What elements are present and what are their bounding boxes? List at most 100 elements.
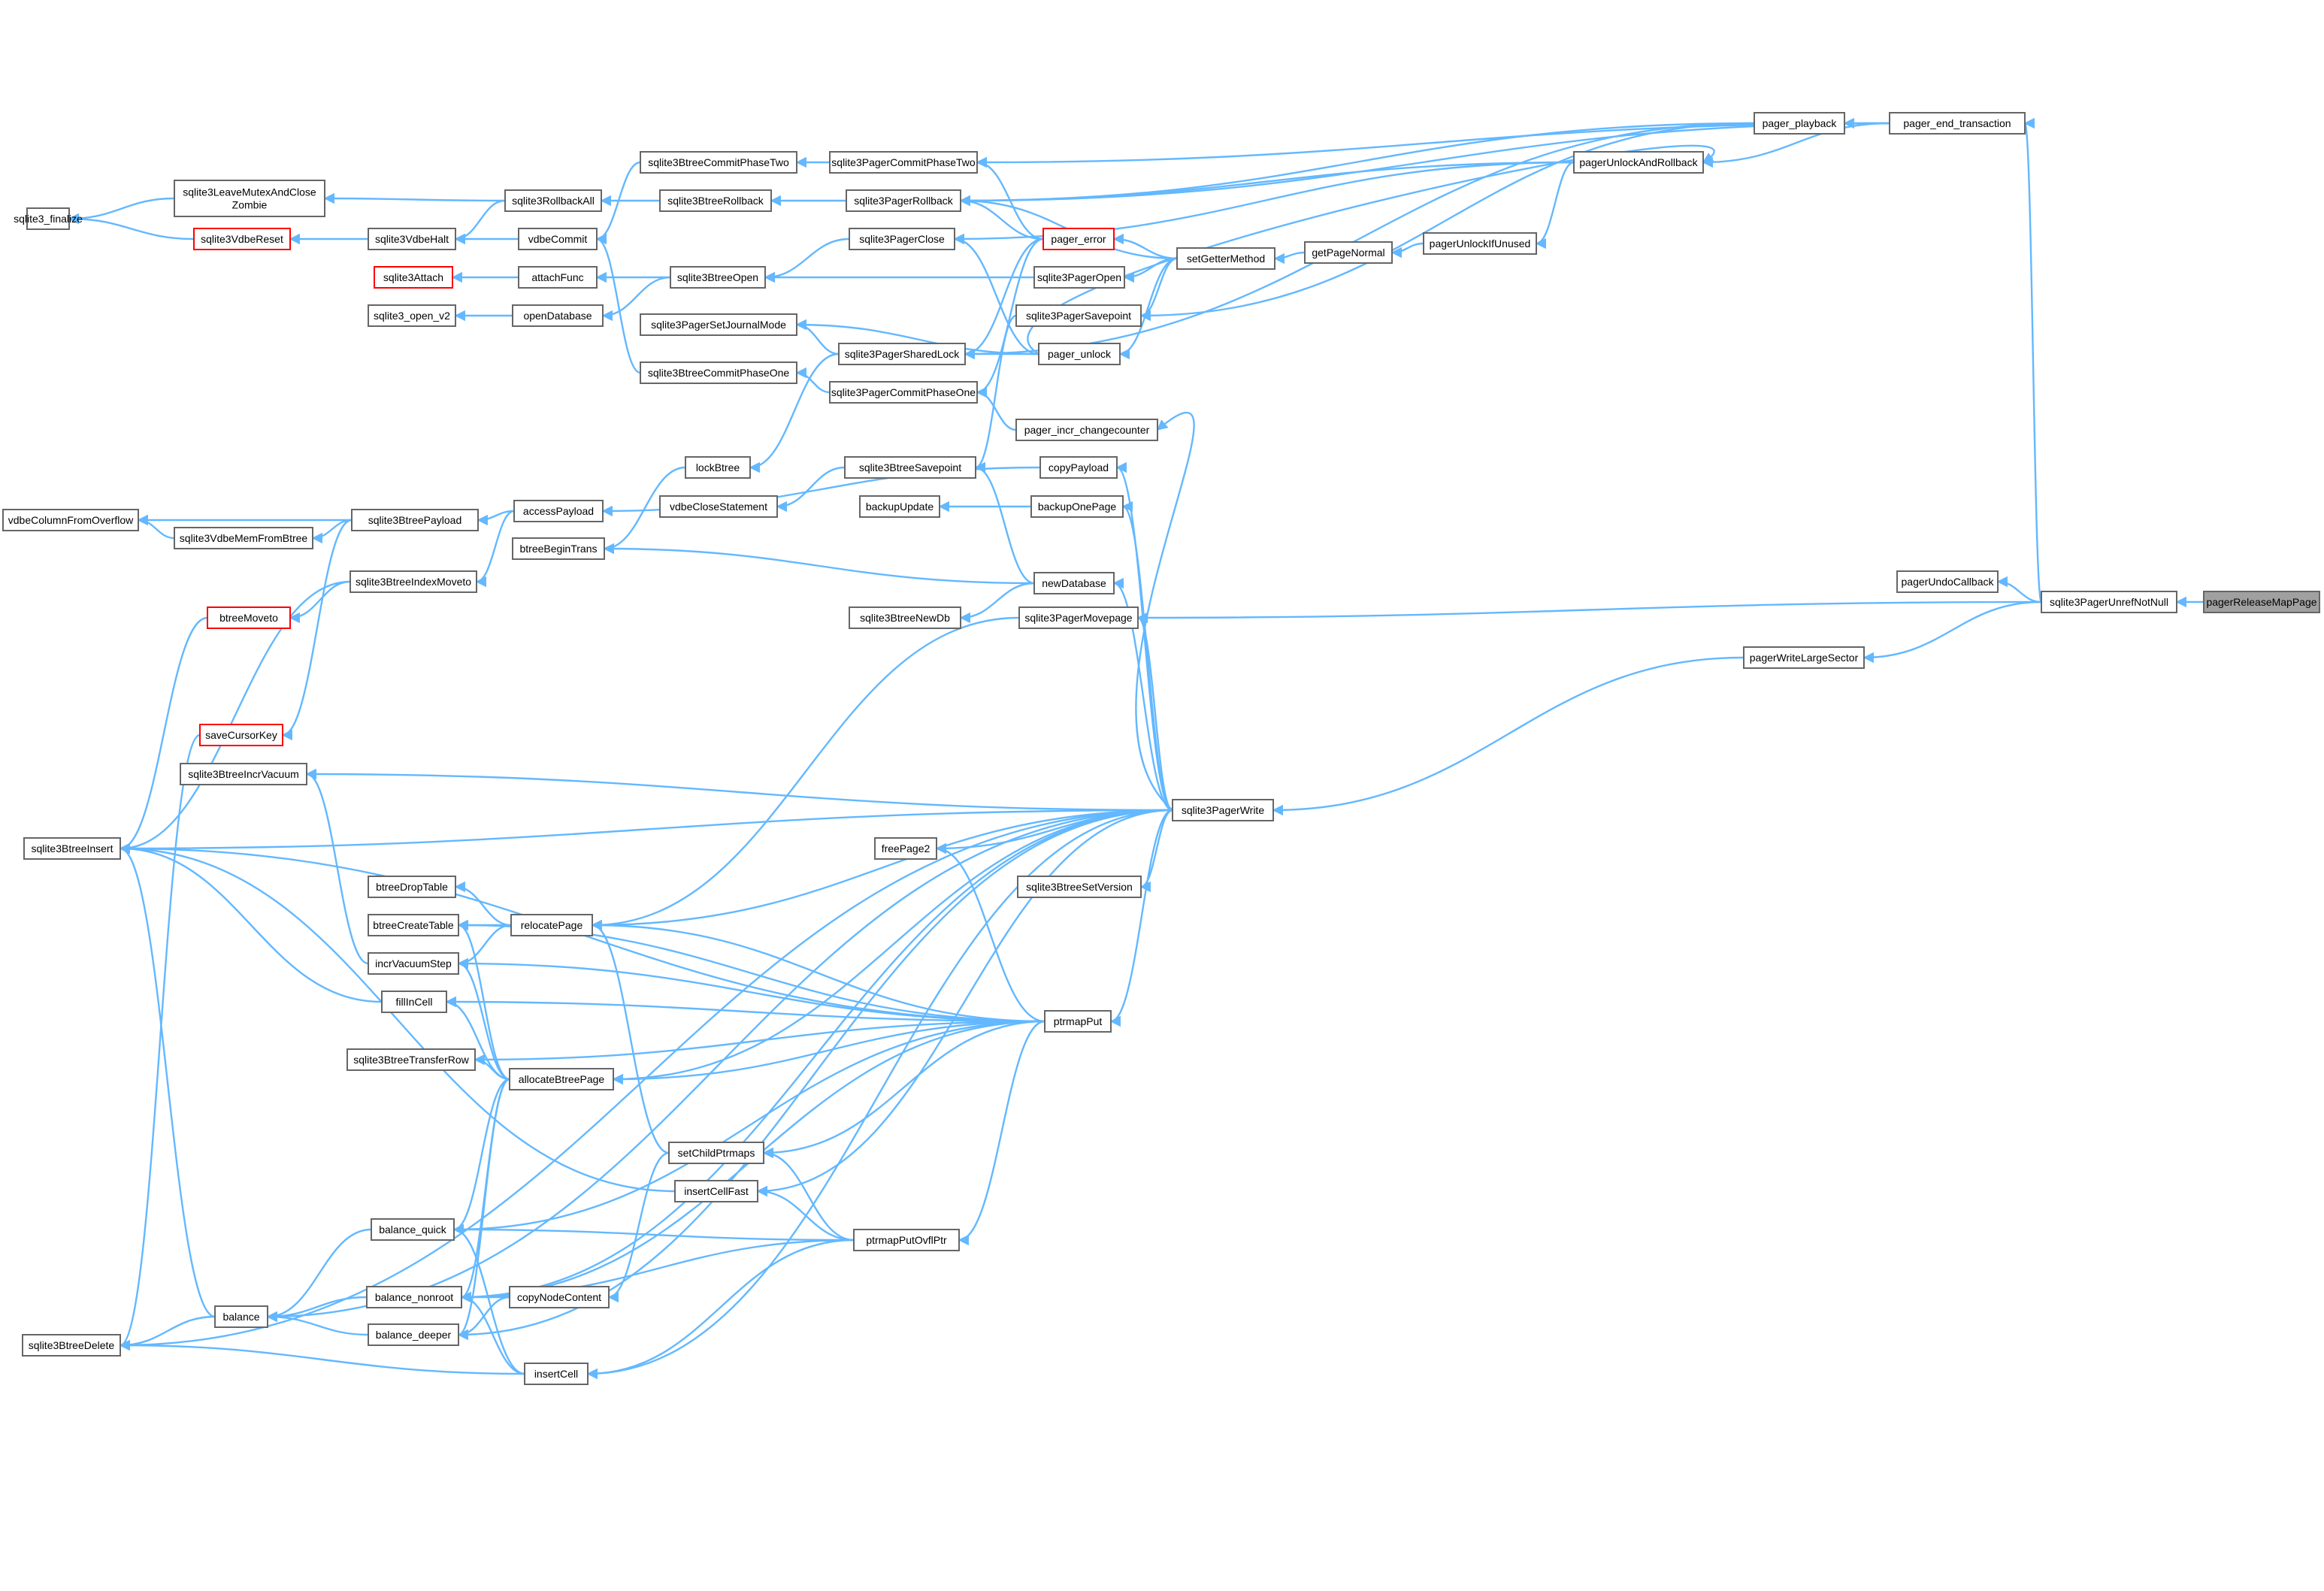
node-sqlite3BtreeSetVersion[interactable]: sqlite3BtreeSetVersion <box>1017 876 1142 898</box>
node-pagerWriteLargeSector[interactable]: pagerWriteLargeSector <box>1743 646 1865 669</box>
node-btreeMoveto[interactable]: btreeMoveto <box>207 606 291 629</box>
node-ptrmapPutOvflPtr[interactable]: ptrmapPutOvflPtr <box>853 1229 960 1251</box>
node-sqlite3VdbeHalt[interactable]: sqlite3VdbeHalt <box>368 228 456 250</box>
node-pager_playback[interactable]: pager_playback <box>1754 112 1845 135</box>
node-backupOnePage[interactable]: backupOnePage <box>1030 495 1124 518</box>
node-vdbeCommit[interactable]: vdbeCommit <box>518 228 598 250</box>
node-label-sqlite3PagerMovepage: sqlite3PagerMovepage <box>1024 612 1132 624</box>
node-copyPayload[interactable]: copyPayload <box>1039 456 1118 479</box>
edge-sqlite3PagerWrite-to-insertCellFast <box>756 809 1173 1197</box>
node-sqlite3PagerClose[interactable]: sqlite3PagerClose <box>849 228 955 250</box>
node-getPageNormal[interactable]: getPageNormal <box>1304 241 1393 264</box>
node-insertCell[interactable]: insertCell <box>524 1363 589 1385</box>
node-sqlite3BtreeTransferRow[interactable]: sqlite3BtreeTransferRow <box>346 1048 476 1071</box>
node-sqlite3BtreeDelete[interactable]: sqlite3BtreeDelete <box>22 1334 121 1357</box>
node-label-vdbeCloseStatement: vdbeCloseStatement <box>670 501 767 513</box>
edge-pager_playback-to-sqlite3PagerSharedLock <box>964 122 1755 360</box>
node-sqlite3PagerCommitPhaseTwo[interactable]: sqlite3PagerCommitPhaseTwo <box>829 151 978 174</box>
node-insertCellFast[interactable]: insertCellFast <box>674 1180 758 1202</box>
node-vdbeCloseStatement[interactable]: vdbeCloseStatement <box>659 495 778 518</box>
node-newDatabase[interactable]: newDatabase <box>1033 572 1115 594</box>
node-sqlite3PagerWrite[interactable]: sqlite3PagerWrite <box>1172 799 1274 821</box>
node-sqlite3BtreePayload[interactable]: sqlite3BtreePayload <box>351 509 479 531</box>
node-sqlite3BtreeCommitPhaseOne[interactable]: sqlite3BtreeCommitPhaseOne <box>640 361 797 384</box>
node-label-sqlite3BtreeSavepoint: sqlite3BtreeSavepoint <box>859 461 961 473</box>
node-sqlite3PagerSetJournalMode[interactable]: sqlite3PagerSetJournalMode <box>640 313 797 336</box>
node-backupUpdate[interactable]: backupUpdate <box>859 495 940 518</box>
node-incrVacuumStep[interactable]: incrVacuumStep <box>368 952 459 975</box>
node-box-setChildPtrmaps <box>668 1142 764 1164</box>
node-pager_unlock[interactable]: pager_unlock <box>1038 343 1121 365</box>
edge-insertCell-to-balance_quick <box>452 1223 525 1375</box>
node-accessPayload[interactable]: accessPayload <box>513 500 604 522</box>
node-pagerReleaseMapPage[interactable]: pagerReleaseMapPage <box>2203 591 2320 613</box>
node-sqlite3PagerSharedLock[interactable]: sqlite3PagerSharedLock <box>838 343 966 365</box>
node-balance_quick[interactable]: balance_quick <box>371 1218 455 1241</box>
node-attachFunc[interactable]: attachFunc <box>518 266 598 289</box>
node-btreeCreateTable[interactable]: btreeCreateTable <box>368 914 459 936</box>
edge-setChildPtrmaps-to-copyNodeContent <box>607 1151 670 1303</box>
node-sqlite3_open_v2[interactable]: sqlite3_open_v2 <box>368 304 456 327</box>
node-label-freePage2: freePage2 <box>882 842 931 854</box>
node-label-sqlite3VdbeMemFromBtree: sqlite3VdbeMemFromBtree <box>180 532 308 544</box>
node-sqlite3BtreeNewDb[interactable]: sqlite3BtreeNewDb <box>849 606 961 629</box>
node-sqlite3PagerRollback[interactable]: sqlite3PagerRollback <box>846 189 961 212</box>
node-sqlite3VdbeMemFromBtree[interactable]: sqlite3VdbeMemFromBtree <box>174 527 313 549</box>
edge-insertCell-to-balance_nonroot <box>460 1291 525 1375</box>
node-label-sqlite3BtreeNewDb: sqlite3BtreeNewDb <box>860 612 950 624</box>
node-pagerUnlockAndRollback[interactable]: pagerUnlockAndRollback <box>1573 151 1704 174</box>
node-relocatePage[interactable]: relocatePage <box>510 914 593 936</box>
node-sqlite3_finalize[interactable]: sqlite3_finalize <box>14 207 83 230</box>
node-allocateBtreePage[interactable]: allocateBtreePage <box>509 1068 614 1090</box>
node-fillInCell[interactable]: fillInCell <box>381 991 447 1013</box>
node-sqlite3PagerCommitPhaseOne[interactable]: sqlite3PagerCommitPhaseOne <box>829 381 978 404</box>
node-box-balance_quick <box>371 1218 455 1241</box>
node-pagerUndoCallback[interactable]: pagerUndoCallback <box>1896 570 1999 593</box>
node-pager_error[interactable]: pager_error <box>1042 228 1115 250</box>
node-box-fillInCell <box>381 991 447 1013</box>
node-ptrmapPut[interactable]: ptrmapPut <box>1044 1010 1112 1033</box>
node-box-ptrmapPutOvflPtr <box>853 1229 960 1251</box>
node-label-pagerWriteLargeSector: pagerWriteLargeSector <box>1750 652 1859 664</box>
node-pager_incr_changecounter[interactable]: pager_incr_changecounter <box>1015 419 1158 441</box>
node-box-sqlite3PagerSavepoint <box>1015 304 1142 327</box>
node-sqlite3BtreeIncrVacuum[interactable]: sqlite3BtreeIncrVacuum <box>180 763 307 785</box>
node-box-balance_nonroot <box>366 1286 462 1308</box>
node-label-accessPayload: accessPayload <box>523 505 594 517</box>
node-btreeDropTable[interactable]: btreeDropTable <box>368 876 456 898</box>
node-btreeBeginTrans[interactable]: btreeBeginTrans <box>512 537 605 560</box>
node-label-sqlite3Attach: sqlite3Attach <box>383 271 443 283</box>
node-sqlite3BtreeOpen[interactable]: sqlite3BtreeOpen <box>670 266 766 289</box>
node-sqlite3BtreeInsert[interactable]: sqlite3BtreeInsert <box>23 837 121 860</box>
node-sqlite3PagerMovepage[interactable]: sqlite3PagerMovepage <box>1018 606 1139 629</box>
node-balance_deeper[interactable]: balance_deeper <box>368 1323 459 1346</box>
node-sqlite3Attach[interactable]: sqlite3Attach <box>374 266 453 289</box>
node-freePage2[interactable]: freePage2 <box>874 837 937 860</box>
node-sqlite3PagerOpen[interactable]: sqlite3PagerOpen <box>1033 266 1125 289</box>
node-sqlite3BtreeIndexMoveto[interactable]: sqlite3BtreeIndexMoveto <box>350 570 477 593</box>
node-sqlite3PagerUnrefNotNull[interactable]: sqlite3PagerUnrefNotNull <box>2041 591 2177 613</box>
node-label-pager_end_transaction: pager_end_transaction <box>1903 117 2011 129</box>
node-balance[interactable]: balance <box>214 1305 268 1328</box>
node-sqlite3BtreeCommitPhaseTwo[interactable]: sqlite3BtreeCommitPhaseTwo <box>640 151 797 174</box>
node-sqlite3BtreeRollback[interactable]: sqlite3BtreeRollback <box>659 189 772 212</box>
node-lockBtree[interactable]: lockBtree <box>685 456 751 479</box>
edge-ptrmapPut-to-sqlite3BtreeTransferRow <box>474 1020 1045 1066</box>
node-copyNodeContent[interactable]: copyNodeContent <box>509 1286 610 1308</box>
node-label-sqlite3LeaveMutexAndCloseZombie: sqlite3LeaveMutexAndClose <box>183 186 316 198</box>
node-saveCursorKey[interactable]: saveCursorKey <box>199 724 283 746</box>
node-setChildPtrmaps[interactable]: setChildPtrmaps <box>668 1142 764 1164</box>
node-sqlite3RollbackAll[interactable]: sqlite3RollbackAll <box>504 189 602 212</box>
node-label-sqlite3BtreeCommitPhaseTwo: sqlite3BtreeCommitPhaseTwo <box>648 156 789 168</box>
node-balance_nonroot[interactable]: balance_nonroot <box>366 1286 462 1308</box>
node-sqlite3PagerSavepoint[interactable]: sqlite3PagerSavepoint <box>1015 304 1142 327</box>
node-openDatabase[interactable]: openDatabase <box>512 304 604 327</box>
node-label-fillInCell: fillInCell <box>395 996 432 1008</box>
node-setGetterMethod[interactable]: setGetterMethod <box>1176 247 1275 270</box>
node-pager_end_transaction[interactable]: pager_end_transaction <box>1889 112 2026 135</box>
node-vdbeColumnFromOverflow[interactable]: vdbeColumnFromOverflow <box>2 509 139 531</box>
node-sqlite3BtreeSavepoint[interactable]: sqlite3BtreeSavepoint <box>844 456 976 479</box>
node-sqlite3VdbeReset[interactable]: sqlite3VdbeReset <box>193 228 291 250</box>
node-pagerUnlockIfUnused[interactable]: pagerUnlockIfUnused <box>1423 232 1537 255</box>
